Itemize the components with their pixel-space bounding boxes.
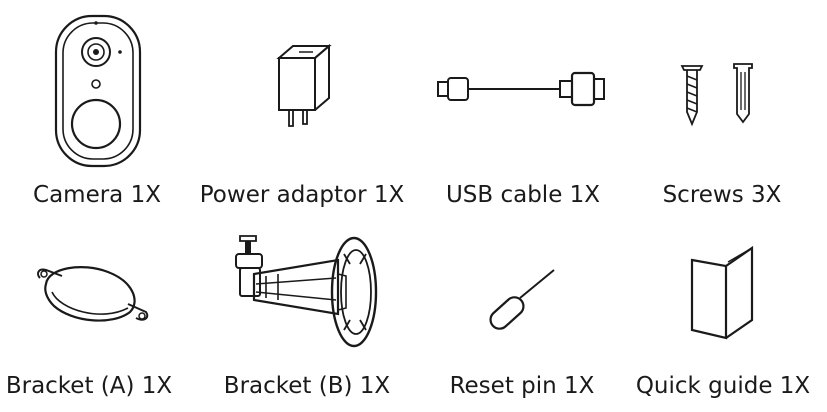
label-quick-guide: Quick guide 1X — [635, 373, 811, 399]
bracket-a-icon — [32, 262, 154, 330]
power-adaptor-icon — [265, 44, 335, 134]
label-power-adaptor: Power adaptor 1X — [199, 182, 405, 208]
label-bracket-a: Bracket (A) 1X — [5, 373, 173, 399]
screws-icon — [676, 60, 766, 130]
bracket-b-icon — [226, 234, 386, 354]
label-bracket-b: Bracket (B) 1X — [223, 373, 391, 399]
reset-pin-icon — [486, 268, 558, 336]
label-camera: Camera 1X — [33, 182, 161, 208]
label-usb-cable: USB cable 1X — [445, 182, 601, 208]
label-screws: Screws 3X — [662, 182, 782, 208]
quick-guide-icon — [690, 246, 756, 342]
usb-cable-icon — [436, 68, 606, 112]
camera-icon — [48, 14, 148, 174]
label-reset-pin: Reset pin 1X — [449, 373, 595, 399]
